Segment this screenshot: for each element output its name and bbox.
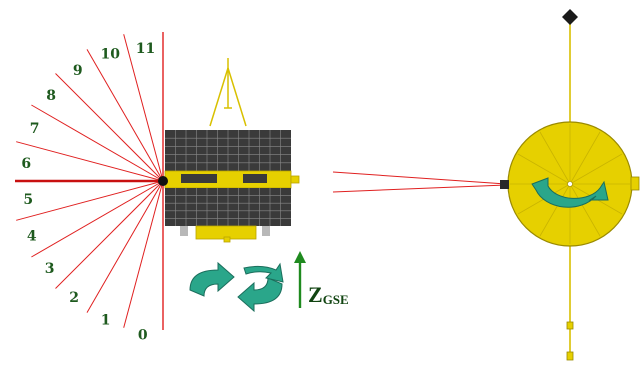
sector-label-5: 5 xyxy=(23,192,33,208)
sector-boundary-line xyxy=(55,180,164,289)
sector-label-1: 1 xyxy=(101,313,111,329)
sector-boundary-line xyxy=(55,73,164,182)
sector-boundary-line xyxy=(86,49,164,182)
solar-panel-lower xyxy=(165,188,291,226)
equatorial-band xyxy=(164,170,300,189)
boom-weight-upper xyxy=(566,321,574,330)
sector-boundary-line xyxy=(16,141,164,182)
sector-label-4: 4 xyxy=(27,228,37,244)
side-instrument-right xyxy=(630,176,640,191)
counter-rotate-arrows-icon xyxy=(189,261,284,313)
zgse-axis: ZGSE xyxy=(294,251,349,308)
spacecraft-top-view xyxy=(500,9,640,361)
spacecraft-side-view xyxy=(158,58,300,243)
antenna-mast xyxy=(209,58,247,127)
sector-boundary-line xyxy=(123,180,164,328)
boom-weight-lower xyxy=(566,351,574,361)
field-of-view-lines xyxy=(332,171,507,193)
sector-boundary-line xyxy=(86,180,164,313)
sector-boundary-line xyxy=(31,104,164,182)
sector-boundary-line xyxy=(16,180,164,221)
sector-label-7: 7 xyxy=(30,121,40,137)
bottom-platform xyxy=(180,225,270,243)
sector-label-11: 11 xyxy=(136,41,155,57)
sector-boundary-lines xyxy=(16,34,164,328)
sector-label-10: 10 xyxy=(100,47,120,63)
sector-label-8: 8 xyxy=(46,88,56,104)
sector-label-0: 0 xyxy=(138,328,148,344)
solar-panel-upper xyxy=(165,130,291,171)
body-segment-lines xyxy=(510,124,630,244)
sector-label-3: 3 xyxy=(45,261,55,277)
zgse-axis-label: ZGSE xyxy=(308,282,349,307)
sector-label-2: 2 xyxy=(69,290,79,306)
sector-label-6: 6 xyxy=(21,156,31,172)
sector-boundary-line xyxy=(123,34,164,182)
up-arrow-icon xyxy=(294,251,306,308)
sector-label-9: 9 xyxy=(73,63,83,79)
spin-direction-arrow-icon xyxy=(531,177,609,208)
spin-axis-center xyxy=(567,181,573,187)
sector-boundary-line xyxy=(31,180,164,258)
side-instrument-left xyxy=(500,180,509,189)
instrument-aperture xyxy=(158,176,168,186)
diamond-tip-icon xyxy=(562,9,578,25)
